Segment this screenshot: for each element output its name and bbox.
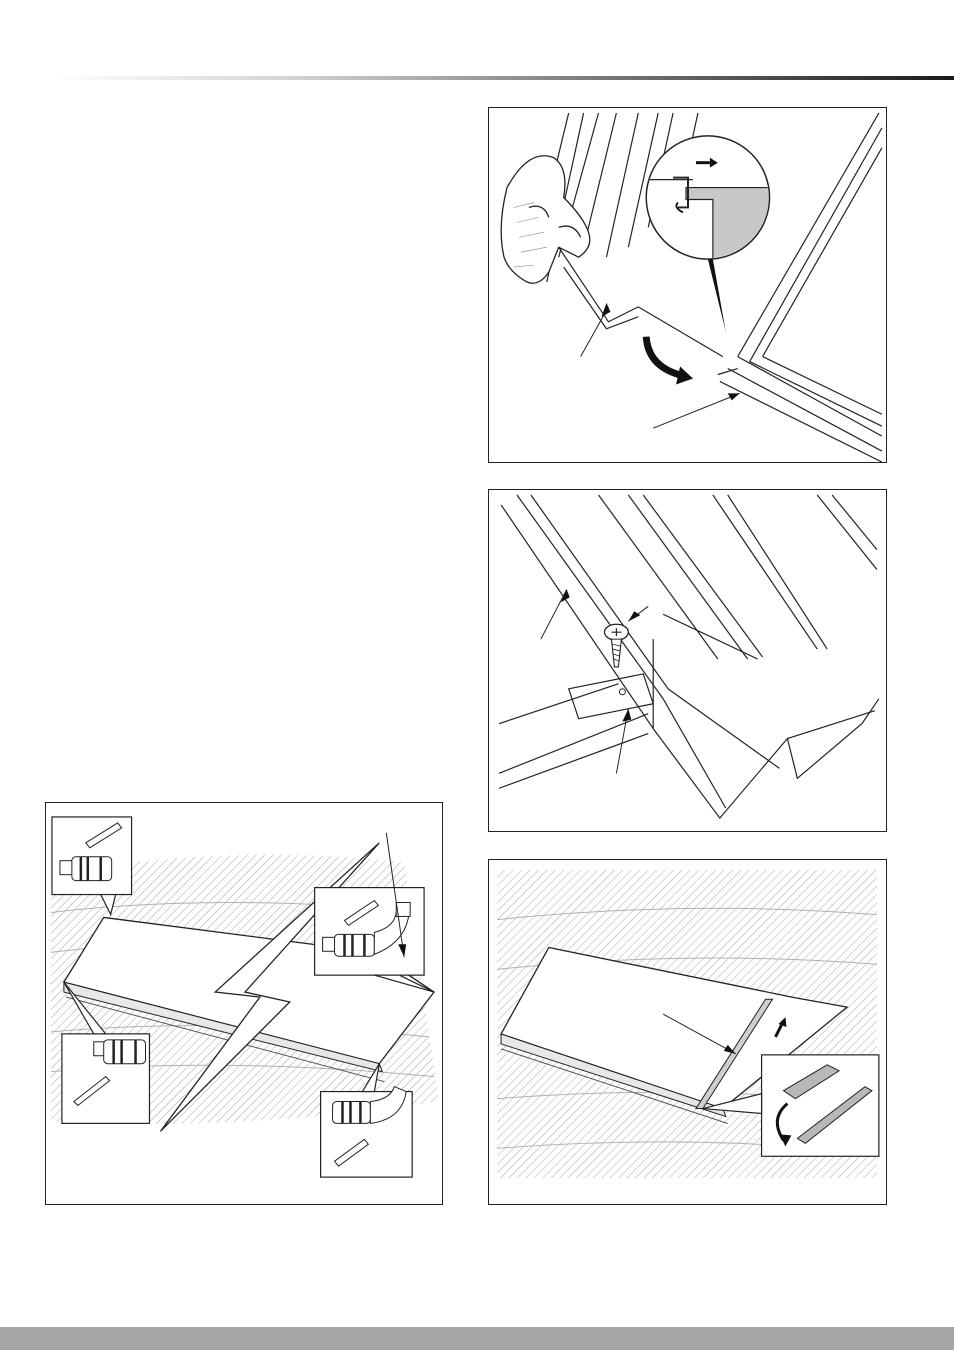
figure-connector-fitting — [45, 802, 443, 1205]
figure-strip-fitting — [488, 859, 887, 1205]
connector-fitting-illustration — [46, 803, 442, 1204]
screw-fix-illustration — [489, 490, 886, 831]
footer-bar — [0, 1327, 954, 1350]
figure-hook-in — [488, 107, 887, 463]
hook-in-illustration — [489, 108, 886, 462]
header-rule — [55, 76, 954, 80]
strip-fitting-illustration — [489, 860, 886, 1204]
figure-screw-fix — [488, 489, 887, 832]
